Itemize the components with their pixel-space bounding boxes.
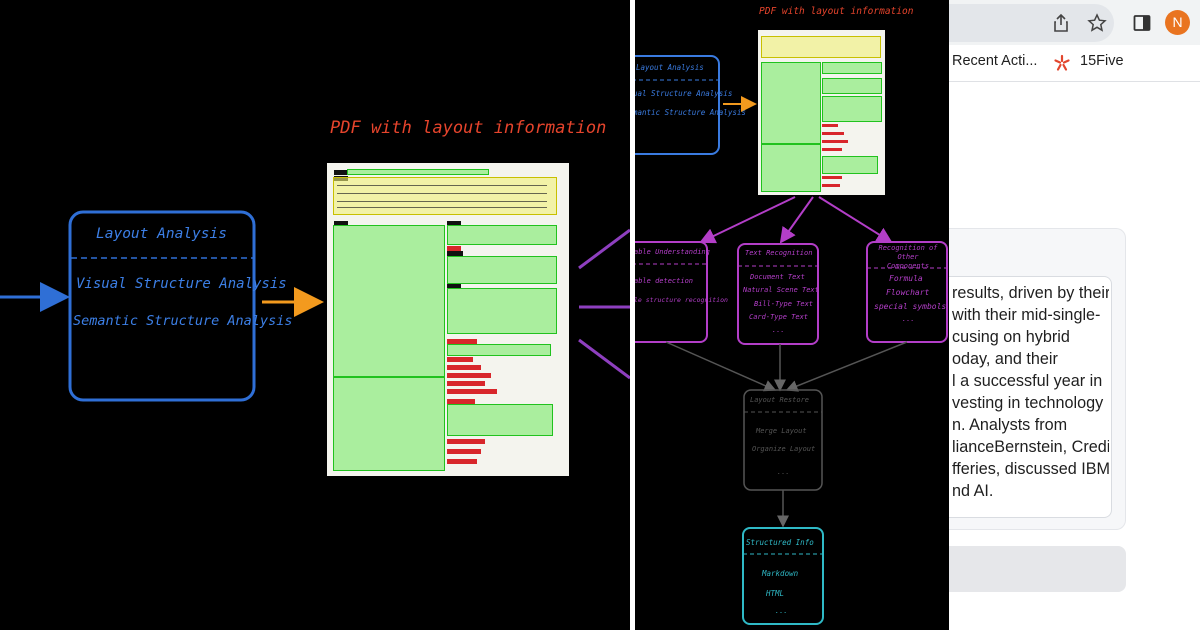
panel-separator — [630, 0, 635, 630]
branch-line-top — [578, 228, 630, 270]
browser-panel: N Recent Acti... 15Five results, driven … — [949, 0, 1200, 630]
input-bar[interactable] — [949, 546, 1126, 592]
mid-semantic-structure-label: mantic Structure Analysis — [635, 108, 746, 117]
middle-diagram-panel: PDF with layout information Layout Analy… — [635, 0, 949, 630]
table-understanding-title: able Understanding — [635, 248, 710, 256]
other-ellipsis: ... — [902, 315, 915, 323]
article-text-box — [949, 276, 1112, 518]
article-line: vesting in technology — [952, 394, 1104, 412]
browser-toolbar: N — [949, 0, 1200, 45]
text-recognition-title: Text Recognition — [745, 249, 813, 257]
bill-type-text-label: Bill-Type Text — [754, 300, 814, 308]
side-panel-icon[interactable] — [1132, 13, 1152, 33]
html-label: HTML — [766, 589, 785, 598]
flowchart-label: Flowchart — [886, 288, 930, 297]
text-ellipsis: ... — [772, 326, 785, 334]
article-line: nd AI. — [952, 482, 994, 500]
article-line: cusing on hybrid — [952, 328, 1070, 346]
pdf-title: PDF with layout information — [330, 118, 607, 138]
profile-avatar[interactable]: N — [1165, 10, 1190, 35]
formula-label: Formula — [889, 274, 923, 283]
article-line: oday, and their — [952, 350, 1058, 368]
table-structure-label: le structure recognition — [635, 296, 728, 304]
structured-info-box — [742, 527, 824, 625]
address-bar[interactable] — [949, 4, 1114, 42]
15five-logo-icon — [1054, 54, 1070, 71]
branch-line-bottom — [578, 338, 630, 380]
middle-diagram-connectors — [635, 55, 948, 625]
mid-analysis-box — [635, 55, 720, 155]
merge-layout-label: Merge Layout — [756, 427, 807, 435]
document-text-label: Document Text — [750, 273, 805, 281]
article-paragraph: results, driven by their with their mid-… — [952, 282, 1109, 502]
special-symbols-label: special symbols — [874, 302, 947, 311]
bookmark-recent-activity[interactable]: Recent Acti... — [952, 53, 1038, 69]
share-icon[interactable] — [1051, 13, 1071, 33]
left-diagram-connectors — [0, 210, 630, 402]
article-line: lianceBernstein, Credit — [952, 438, 1109, 456]
markdown-label: Markdown — [762, 569, 799, 578]
restore-ellipsis: ... — [777, 468, 790, 476]
article-line: n. Analysts from — [952, 416, 1068, 434]
article-line: with their mid-single- — [952, 306, 1101, 324]
bookmarks-bar: Recent Acti... 15Five — [949, 45, 1200, 82]
branch-to-table — [699, 196, 796, 244]
article-line: fferies, discussed IBM's — [952, 460, 1109, 478]
table-detection-label: able detection — [635, 277, 694, 285]
analysis-box — [68, 210, 256, 402]
mid-pdf-title: PDF with layout information — [759, 6, 914, 17]
bookmark-star-icon[interactable] — [1087, 13, 1107, 33]
article-line: l a successful year in — [952, 372, 1103, 390]
table-understanding-box — [635, 241, 708, 343]
mid-pdf-thumbnail — [758, 30, 885, 195]
card-type-text-label: Card-Type Text — [749, 313, 809, 321]
layout-analysis-label: Layout Analysis — [96, 226, 227, 242]
semantic-structure-label: Semantic Structure Analysis — [73, 313, 293, 329]
other-components-title: Recognition of Other Components — [878, 244, 938, 270]
organize-layout-label: Organize Layout — [752, 445, 816, 453]
structured-info-title: Structured Info — [746, 538, 814, 547]
visual-structure-label: Visual Structure Analysis — [76, 276, 287, 292]
left-diagram-panel: PDF with layout information Layout Analy… — [0, 118, 630, 476]
article-line: results, driven by their — [952, 284, 1109, 302]
bookmark-15five[interactable]: 15Five — [1080, 53, 1124, 69]
structured-ellipsis: ... — [775, 607, 788, 615]
branch-to-text — [779, 196, 814, 244]
text-recognition-box — [737, 243, 819, 345]
branch-to-other — [818, 196, 893, 244]
natural-scene-text-label: Natural Scene Text — [743, 286, 819, 294]
pdf-layout-thumbnail — [327, 163, 569, 476]
mid-layout-analysis-label: Layout Analysis — [636, 63, 704, 72]
layout-restore-title: Layout Restore — [750, 396, 810, 404]
mid-visual-structure-label: ual Structure Analysis — [635, 89, 733, 98]
